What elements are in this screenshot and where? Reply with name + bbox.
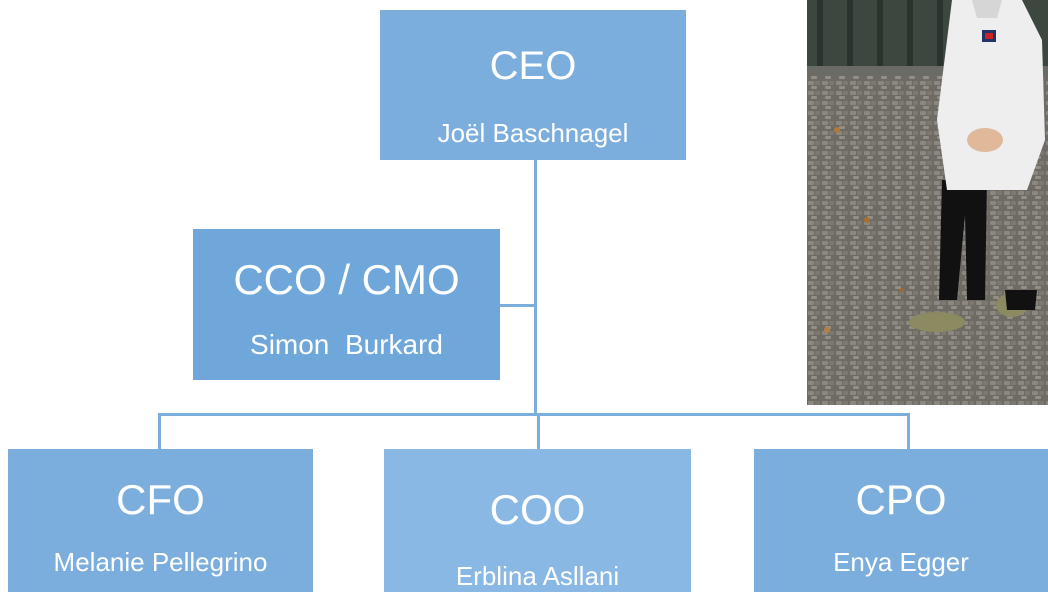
connector-horizontal-bar (158, 413, 910, 416)
ceo-box: CEO Joël Baschnagel (380, 10, 686, 160)
ceo-role: CEO (489, 44, 577, 88)
portrait-photo (807, 0, 1048, 405)
cco-role: CCO / CMO (233, 256, 460, 303)
connector-ceo-trunk (534, 160, 537, 415)
coo-box: COO Erblina Asllani (384, 449, 691, 592)
connector-cfo-drop (158, 413, 161, 449)
cpo-box: CPO Enya Egger (754, 449, 1048, 592)
cfo-box: CFO Melanie Pellegrino (8, 449, 313, 592)
cco-box: CCO / CMO Simon Burkard (193, 229, 500, 380)
cpo-name: Enya Egger (833, 547, 969, 577)
ceo-name: Joël Baschnagel (437, 118, 629, 148)
coo-name: Erblina Asllani (455, 561, 620, 591)
cfo-name: Melanie Pellegrino (53, 547, 268, 577)
connector-cco-branch (500, 304, 536, 307)
connector-coo-drop (537, 413, 540, 449)
connector-cpo-drop (907, 413, 910, 449)
cpo-role: CPO (855, 476, 947, 523)
cfo-role: CFO (116, 476, 205, 523)
cco-name: Simon Burkard (250, 329, 443, 360)
coo-role: COO (489, 486, 586, 533)
